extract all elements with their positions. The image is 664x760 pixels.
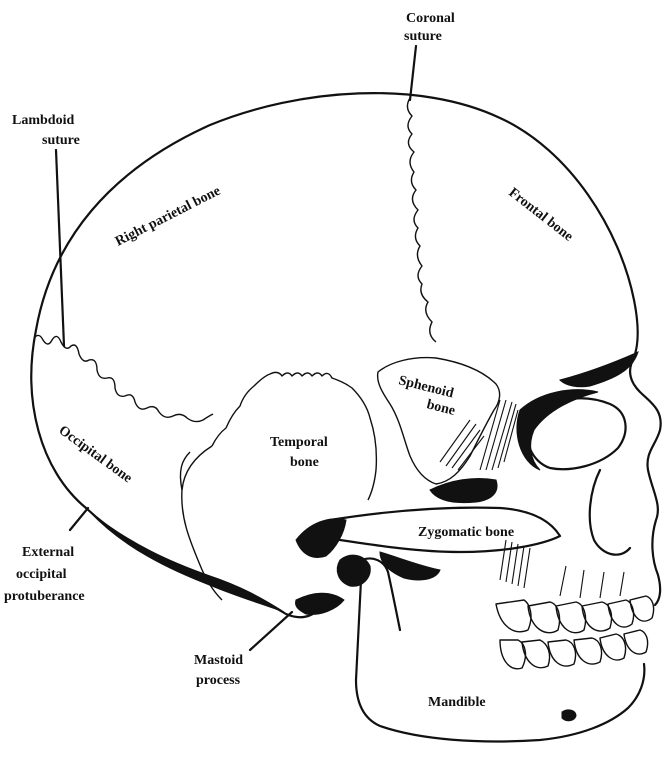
cranium-outline — [31, 93, 637, 508]
label-external-1: External — [22, 545, 74, 560]
zygomatic-shadow-1 — [296, 519, 346, 558]
maxilla-shading — [500, 540, 624, 598]
label-mastoid-2: process — [196, 673, 241, 688]
upper-teeth — [496, 596, 654, 633]
label-sphenoid-1: Sphenoid — [397, 373, 455, 401]
label-coronal-1: Coronal — [406, 11, 455, 26]
label-temporal-2: bone — [290, 455, 319, 470]
label-mastoid-1: Mastoid — [194, 653, 243, 668]
nasal-cavity — [590, 470, 630, 555]
external-pointer — [70, 508, 88, 530]
mastoid-pointer — [250, 612, 292, 650]
label-coronal-2: suture — [404, 29, 442, 44]
skull-base — [86, 508, 322, 617]
label-lambdoid-2: suture — [42, 133, 80, 148]
mastoid-shadow — [295, 593, 344, 614]
label-sphenoid-2: bone — [425, 397, 457, 419]
label-temporal-1: Temporal — [270, 435, 328, 450]
lambdoid-pointer — [56, 150, 64, 346]
label-mandible: Mandible — [428, 695, 486, 710]
label-external-2: occipital — [16, 567, 67, 582]
label-lambdoid-1: Lambdoid — [12, 113, 74, 128]
coronal-pointer — [410, 46, 416, 100]
label-zygomatic: Zygomatic bone — [418, 525, 514, 540]
label-frontal: Frontal bone — [506, 185, 576, 244]
brow-shadow — [560, 352, 638, 387]
occipital-temporal-line — [180, 452, 190, 490]
mental-foramen — [562, 710, 576, 721]
face-profile — [630, 362, 661, 605]
skull-base-shadow — [90, 512, 284, 612]
lambdoid-suture-line — [34, 335, 213, 421]
label-right-parietal: Right parietal bone — [113, 184, 223, 250]
zygomatic-shadow-2 — [430, 478, 497, 502]
label-occipital: Occipital bone — [56, 423, 135, 486]
lower-teeth — [500, 630, 648, 669]
label-external-3: protuberance — [4, 589, 85, 604]
orbit-shadow — [517, 390, 598, 470]
coronal-suture-line — [407, 98, 436, 342]
